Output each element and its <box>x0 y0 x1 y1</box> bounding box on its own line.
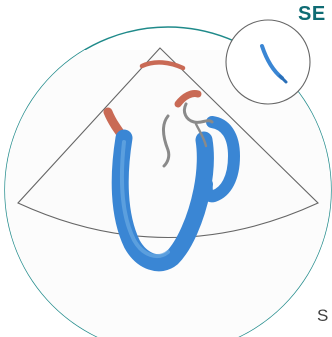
inset-probe-view-icon <box>226 20 310 104</box>
caption-fragment: S <box>317 306 328 326</box>
heading-fragment: SE <box>298 3 326 26</box>
